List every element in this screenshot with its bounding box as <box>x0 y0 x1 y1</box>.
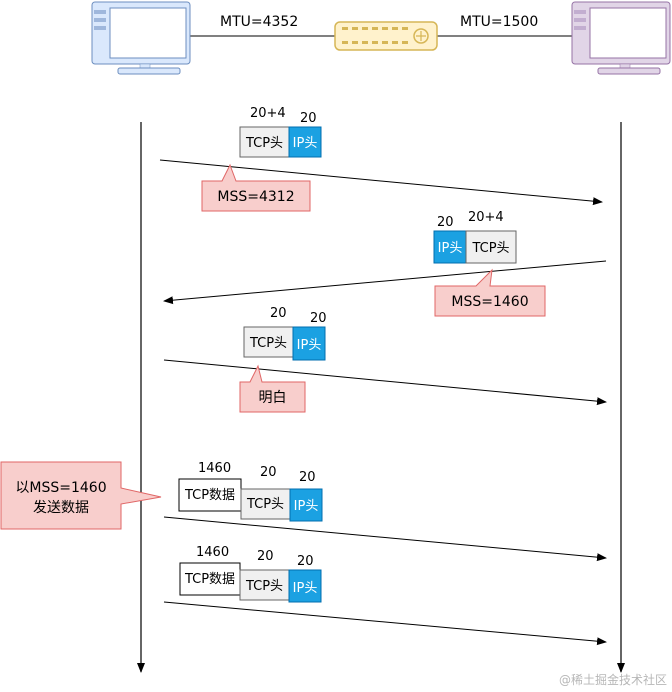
ack-arrow <box>163 359 607 406</box>
note-line-2: 发送数据 <box>33 500 89 516</box>
tcp-data-label: TCP数据 <box>184 572 235 587</box>
tcp-header-label: TCP头 <box>245 579 283 594</box>
tcp-data-box <box>179 562 241 596</box>
ip-size-label: 20 <box>299 470 316 485</box>
mss-4312-callout: MSS=4312 <box>201 163 311 212</box>
tcp-size-label: 20 <box>257 549 274 564</box>
data-size-label: 1460 <box>198 461 231 476</box>
tcp-size-label: 20 <box>270 306 287 321</box>
ip-size-label: 20 <box>437 215 454 230</box>
tcp-header-label: TCP头 <box>246 497 284 512</box>
ack-callout: 明白 <box>239 364 306 413</box>
data-arrow-1 <box>163 516 607 562</box>
ip-header-label: IP头 <box>294 499 319 514</box>
syn-arrow <box>159 159 603 206</box>
callout-text: 明白 <box>259 390 287 406</box>
ip-header-box <box>433 230 467 264</box>
callout-text: MSS=1460 <box>451 294 528 310</box>
tcp-header-box <box>465 230 517 264</box>
ip-size-label: 20 <box>310 311 327 326</box>
ip-header-box <box>292 326 326 361</box>
tcp-size-label: 20+4 <box>468 210 504 225</box>
tcp-header-box <box>239 126 290 158</box>
right-mtu-label: MTU=1500 <box>460 14 538 30</box>
tcp-size-label: 20+4 <box>250 106 286 121</box>
mss-1460-callout: MSS=1460 <box>434 268 546 317</box>
left-computer-icon <box>91 1 191 75</box>
data-size-label: 1460 <box>196 545 229 560</box>
ip-header-label: IP头 <box>293 136 318 151</box>
ack-packet: 20 20 TCP头 IP头 <box>243 306 327 361</box>
tcp-data-label: TCP数据 <box>184 488 235 503</box>
tcp-header-box <box>239 569 290 601</box>
right-computer-icon <box>571 1 671 75</box>
ip-header-box <box>288 569 322 603</box>
tcp-header-label: TCP头 <box>249 336 287 351</box>
send-data-note: 以MSS=1460 发送数据 <box>0 461 162 530</box>
data-arrow-2 <box>163 601 607 646</box>
ip-size-label: 20 <box>297 554 314 569</box>
note-line-1: 以MSS=1460 <box>15 480 106 496</box>
tcp-size-label: 20 <box>260 465 277 480</box>
tcp-data-box <box>178 478 242 512</box>
tcp-header-box <box>243 326 294 358</box>
tcp-header-box <box>240 488 291 520</box>
ip-header-label: IP头 <box>438 241 463 256</box>
ip-size-label: 20 <box>300 111 317 126</box>
tcp-header-label: TCP头 <box>245 136 283 151</box>
ip-header-label: IP头 <box>293 581 318 596</box>
tcp-header-label: TCP头 <box>471 241 509 256</box>
left-mtu-label: MTU=4352 <box>220 14 298 30</box>
syn-packet: 20+4 20 TCP头 IP头 <box>239 106 322 158</box>
ip-header-box <box>288 126 322 158</box>
data-packet-1: 1460 20 20 TCP数据 TCP头 IP头 <box>178 461 323 522</box>
syn-ack-arrow <box>163 260 607 305</box>
ip-header-box <box>289 488 323 522</box>
router-icon <box>334 21 438 51</box>
data-packet-2: 1460 20 20 TCP数据 TCP头 IP头 <box>179 545 322 603</box>
syn-ack-packet: 20 20+4 IP头 TCP头 <box>433 210 517 264</box>
ip-header-label: IP头 <box>297 338 322 353</box>
callout-text: MSS=4312 <box>217 189 294 205</box>
watermark: @稀土掘金技术社区 <box>559 672 667 687</box>
